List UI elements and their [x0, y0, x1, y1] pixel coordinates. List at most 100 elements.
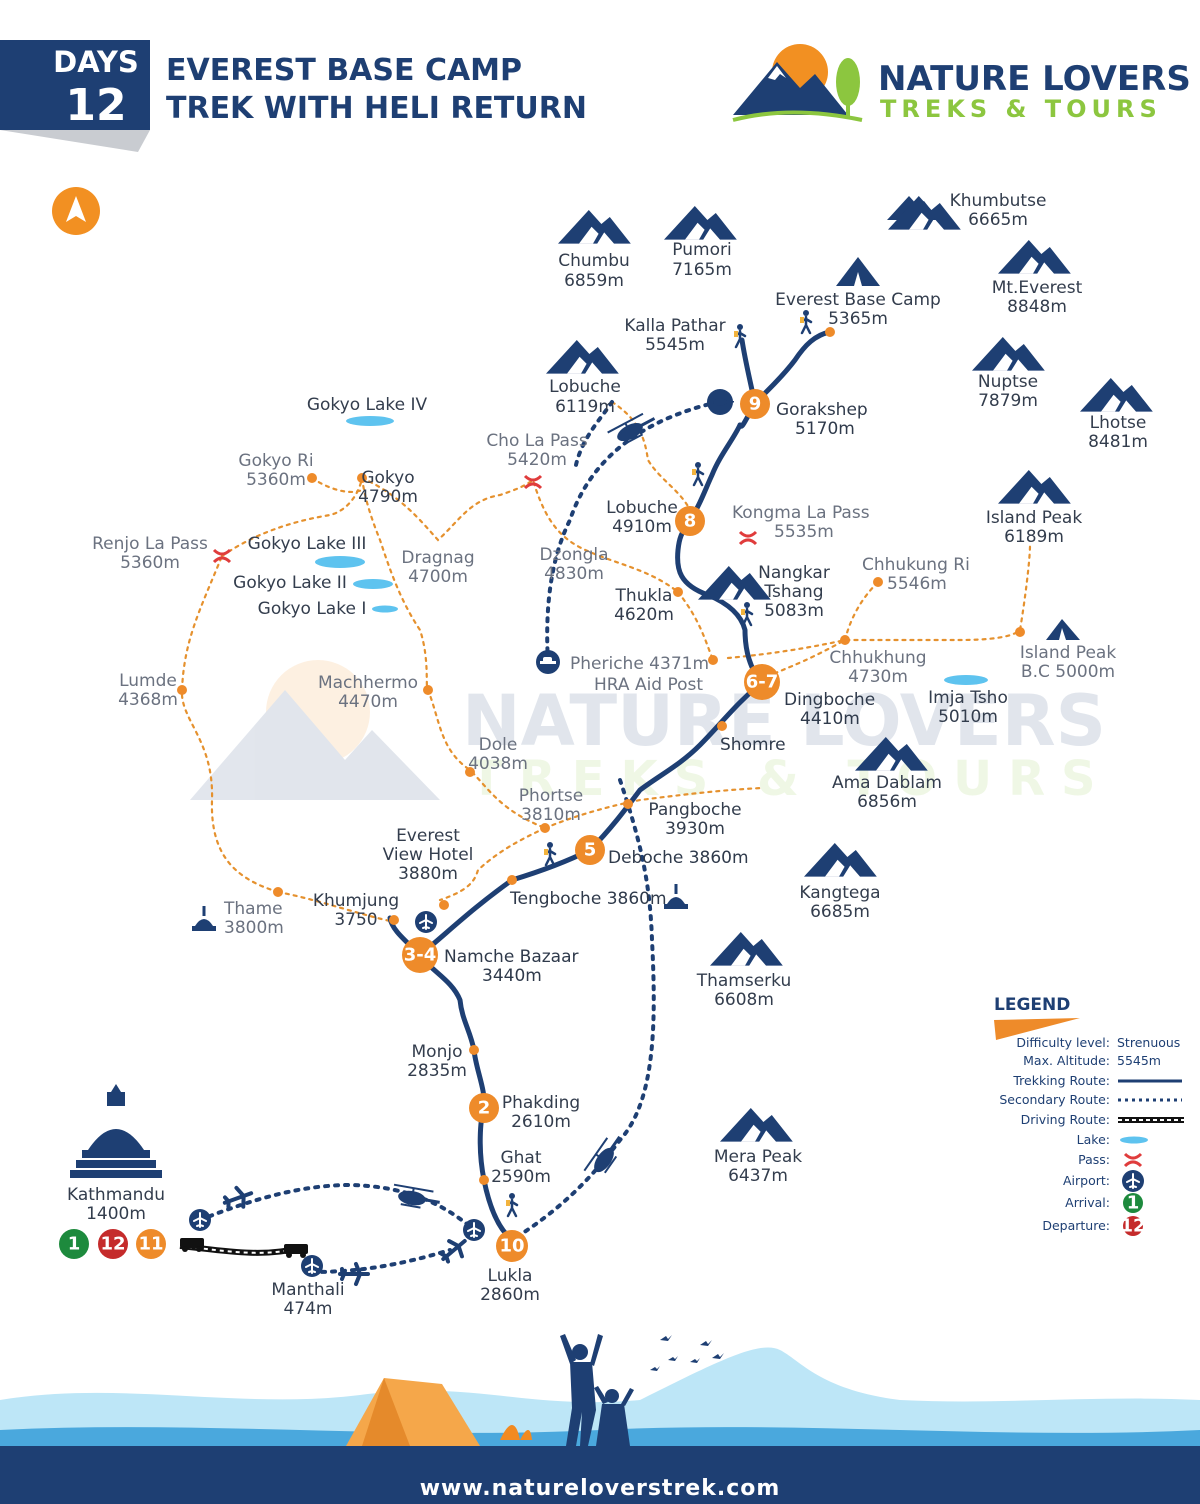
- lake-label: Gokyo Lake IV: [307, 395, 428, 415]
- birds-icon: [650, 1335, 724, 1371]
- stupa-icons: [70, 884, 688, 1178]
- place-label: Lumde: [119, 671, 177, 691]
- place-altitude: 4830m: [544, 564, 604, 584]
- tent-icon: [1046, 619, 1080, 640]
- place-label: Kathmandu: [67, 1185, 165, 1205]
- day-marker-8: 8: [675, 506, 705, 536]
- jeep-icon: [180, 1238, 204, 1252]
- chumbu-mountain-icon: [558, 210, 631, 244]
- svg-text:Trekking Route:: Trekking Route:: [1012, 1073, 1110, 1088]
- place-altitude: 5545m: [645, 335, 705, 355]
- peak-altitude: 5083m: [764, 601, 824, 621]
- place-altitude: 5535m: [774, 522, 834, 542]
- tent-icons: [836, 257, 1080, 640]
- peak-altitude: 6665m: [968, 210, 1028, 230]
- place-altitude: 2835m: [407, 1061, 467, 1081]
- kathmandu-day-markers: 1 12 11: [59, 1229, 166, 1259]
- alternative-routes: [180, 400, 1032, 924]
- peak-altitude: 6859m: [564, 271, 624, 291]
- place-label: Gorakshep: [776, 400, 868, 420]
- airport-icon: [300, 1254, 324, 1278]
- lake-icon: [346, 416, 394, 426]
- lake-label: Gokyo Lake III: [248, 534, 367, 554]
- kongma-la-pass-icon: [738, 530, 758, 546]
- legend-title: LEGEND: [994, 995, 1070, 1015]
- place-altitude: B.C 5000m: [1021, 662, 1115, 682]
- place-altitude: 2590m: [491, 1167, 551, 1187]
- pumori-mountain-icon: [664, 206, 737, 240]
- peak-label: Chumbu: [558, 251, 630, 271]
- jeep-icon: [284, 1244, 308, 1258]
- secondary-routes: [198, 400, 720, 1274]
- bottom-scene: www.natureloverstrek.com: [0, 1334, 1200, 1504]
- page-title-line2: TREK WITH HELI RETURN: [166, 91, 587, 126]
- place-altitude: 4368m: [118, 690, 178, 710]
- place-altitude: 5360m: [246, 470, 306, 490]
- svg-text:6-7: 6-7: [746, 672, 779, 693]
- svg-text:Strenuous: Strenuous: [1117, 1035, 1180, 1050]
- location-dots: [177, 327, 1025, 1185]
- place-label: Cho La Pass: [486, 431, 588, 451]
- place-altitude: 3930m: [665, 819, 725, 839]
- hiker-silhouette-icon: [560, 1334, 634, 1446]
- place-label: Everest Base Camp: [775, 290, 941, 310]
- kathmandu-stupa-icon: [70, 1084, 162, 1178]
- place-label: Imja Tsho: [928, 688, 1008, 708]
- peak-label: Nangkar: [758, 563, 830, 583]
- place-altitude: 3880m: [398, 864, 458, 884]
- svg-text:Driving Route:: Driving Route:: [1021, 1112, 1110, 1127]
- svg-text:Departure:: Departure:: [1042, 1218, 1110, 1233]
- place-label: Kongma La Pass: [732, 503, 870, 523]
- lake-icon: [944, 675, 988, 685]
- svg-text:1: 1: [1127, 1193, 1140, 1214]
- place-altitude: 4910m: [612, 517, 672, 537]
- peak-label: Lobuche: [549, 377, 621, 397]
- place-label: Thukla: [615, 586, 673, 606]
- svg-text:2: 2: [478, 1098, 491, 1119]
- peak-altitude: 8848m: [1007, 297, 1067, 317]
- heliport-icon: [707, 389, 734, 415]
- place-altitude: 4730m: [848, 667, 908, 687]
- helicopter-icon: [390, 1183, 442, 1212]
- place-label: Dole: [479, 735, 518, 755]
- campfire-icon: [500, 1425, 532, 1440]
- footer-url[interactable]: www.natureloverstrek.com: [420, 1476, 781, 1501]
- tree-icon: [836, 58, 860, 106]
- lake-label: Gokyo Lake I: [258, 599, 367, 619]
- place-label: Chhukhung: [829, 648, 926, 668]
- svg-text:Secondary Route:: Secondary Route:: [999, 1092, 1110, 1107]
- hiker-icon: [798, 308, 813, 335]
- airport-icon: [462, 1218, 486, 1242]
- days-number: 12: [65, 80, 126, 131]
- peak-label: Ama Dablam: [832, 773, 942, 793]
- brand-name: NATURE LOVERS: [878, 59, 1191, 99]
- airport-icon: [414, 910, 438, 934]
- place-label: Tengboche 3860m: [509, 889, 667, 909]
- place-label: Thame: [223, 899, 283, 919]
- tent-icon: [836, 257, 880, 286]
- legend: LEGEND Difficulty level: Strenuous Max. …: [994, 995, 1184, 1237]
- day-marker-6-7: 6-7: [744, 664, 780, 700]
- hiker-icon: [542, 840, 557, 867]
- place-label: Phakding: [502, 1093, 580, 1113]
- peak-altitude: 6608m: [714, 990, 774, 1010]
- place-altitude: 2860m: [480, 1285, 540, 1305]
- place-label: Lukla: [488, 1266, 533, 1286]
- header: DAYS 12 EVEREST BASE CAMP TREK WITH HELI…: [0, 40, 587, 152]
- place-label: Dzongla: [539, 545, 608, 565]
- svg-text:NATURE LOVERS: NATURE LOVERS: [462, 680, 1106, 762]
- stupa-icon: [192, 906, 216, 931]
- island-peak-mountain-icon: [998, 470, 1071, 504]
- place-label: Ghat: [500, 1148, 541, 1168]
- peak-labels: Khumbutse 6665m Chumbu 6859m Pumori 7165…: [549, 191, 1148, 1186]
- svg-text:5: 5: [584, 840, 597, 861]
- svg-text:Lake:: Lake:: [1077, 1132, 1110, 1147]
- hiker-icon: [732, 322, 747, 349]
- page-title-line1: EVEREST BASE CAMP: [166, 53, 522, 88]
- peak-altitude: 6685m: [810, 902, 870, 922]
- place-altitude: 5360m: [120, 553, 180, 573]
- svg-text:TREKS & TOURS: TREKS & TOURS: [470, 751, 1112, 807]
- place-altitude: 5420m: [507, 450, 567, 470]
- mountain-icon: [733, 62, 848, 115]
